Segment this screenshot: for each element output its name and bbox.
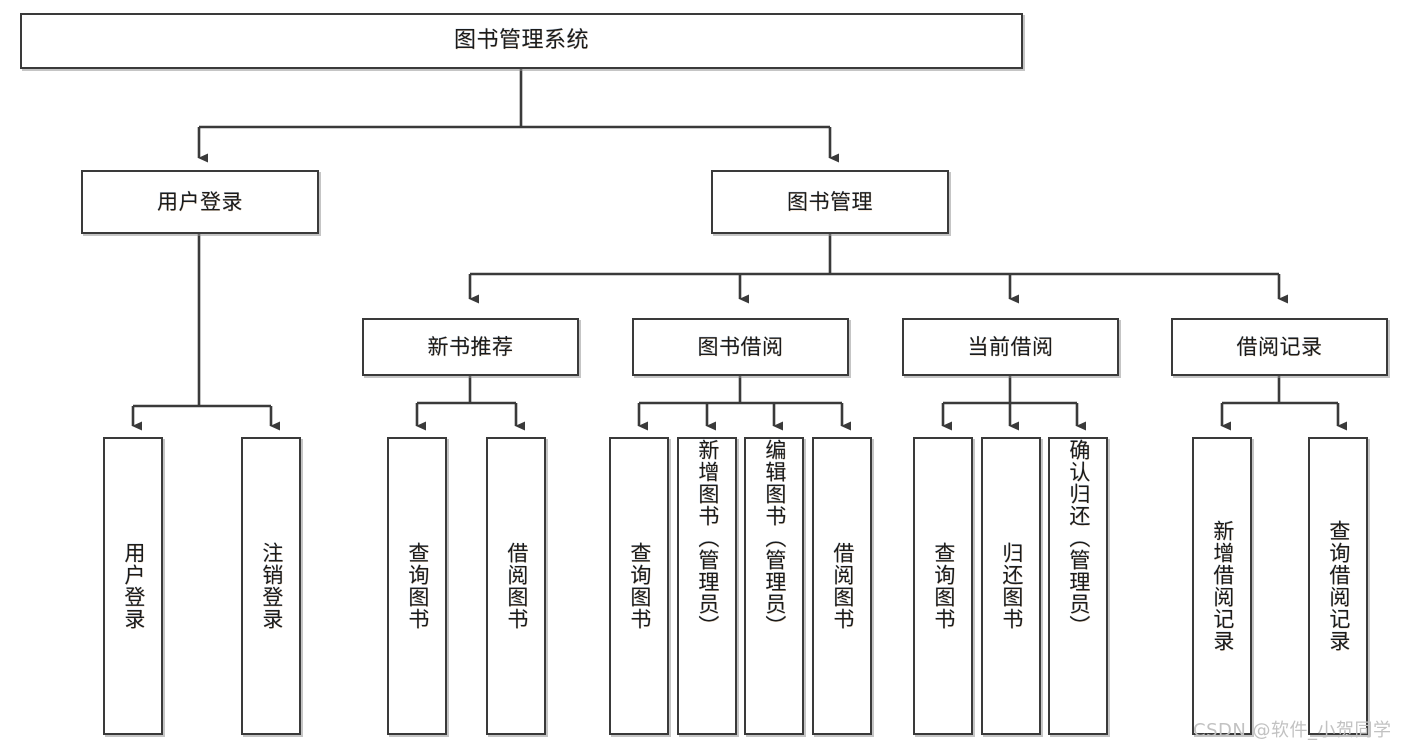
node-root[interactable]: 图书管理系统 [20,13,1023,69]
leaf-user-login[interactable]: 用户登录 [103,437,163,735]
node-label: 借阅记录 [1236,334,1323,359]
node-label: 查询图书 [931,542,956,630]
leaf-borrow-book[interactable]: 借阅图书 [812,437,872,735]
node-label: 查询图书 [405,542,430,630]
node-label: 借阅图书 [504,542,529,630]
node-label: 查询借阅记录 [1326,520,1351,652]
leaf-return-book[interactable]: 归还图书 [981,437,1041,735]
node-label: 图书借阅 [697,334,784,359]
node-label: 注销登录 [259,542,284,630]
node-label: 图书管理系统 [453,28,589,54]
node-label: 当前借阅 [967,334,1054,359]
node-label: 借阅图书 [830,542,855,630]
leaf-confirm-return-admin[interactable]: 确认归还（管理员） [1048,437,1108,735]
node-label: 新增图书（管理员） [695,439,720,637]
node-label: 确认归还（管理员） [1066,439,1091,637]
node-label: 归还图书 [999,542,1024,630]
node-new-book-recommend[interactable]: 新书推荐 [362,318,579,376]
leaf-edit-book-admin[interactable]: 编辑图书（管理员） [744,437,804,735]
leaf-add-borrow-record[interactable]: 新增借阅记录 [1192,437,1252,735]
leaf-borrow-book-recommend[interactable]: 借阅图书 [486,437,546,735]
watermark-text: CSDN @软件_小贺同学 [1193,720,1392,741]
node-label: 查询图书 [627,542,652,630]
leaf-add-book-admin[interactable]: 新增图书（管理员） [677,437,737,735]
node-book-management[interactable]: 图书管理 [711,170,949,234]
node-user-login[interactable]: 用户登录 [81,170,319,234]
node-label: 用户登录 [121,542,146,630]
node-label: 新增借阅记录 [1210,520,1235,652]
leaf-query-book-recommend[interactable]: 查询图书 [387,437,447,735]
leaf-query-borrow-record[interactable]: 查询借阅记录 [1308,437,1368,735]
node-label: 用户登录 [157,189,243,214]
node-current-borrow[interactable]: 当前借阅 [902,318,1119,376]
node-label: 图书管理 [787,189,873,214]
leaf-logout[interactable]: 注销登录 [241,437,301,735]
node-label: 新书推荐 [427,334,514,359]
leaf-query-book-current[interactable]: 查询图书 [913,437,973,735]
node-borrow-record[interactable]: 借阅记录 [1171,318,1388,376]
node-book-borrow[interactable]: 图书借阅 [632,318,849,376]
leaf-query-book-borrow[interactable]: 查询图书 [609,437,669,735]
node-label: 编辑图书（管理员） [762,439,787,637]
